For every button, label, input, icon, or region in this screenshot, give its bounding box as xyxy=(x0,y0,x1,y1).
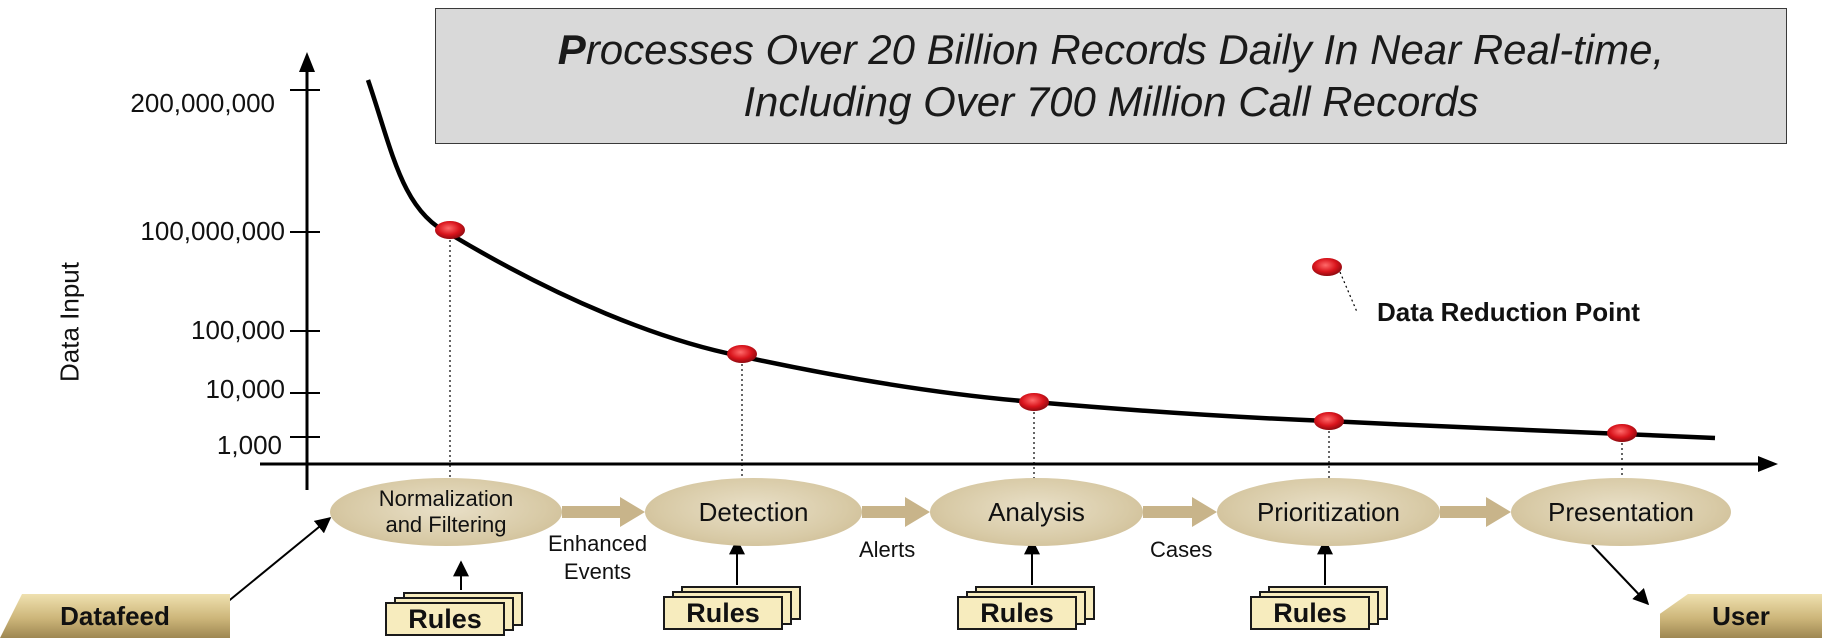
rules-stack-normalization: Rules xyxy=(385,592,530,636)
flow-arrow xyxy=(562,497,645,527)
flow-arrow xyxy=(1143,497,1217,527)
stage-label: Prioritization xyxy=(1257,498,1400,526)
flow-label-alerts: Alerts xyxy=(859,536,915,564)
flow-arrow xyxy=(862,497,930,527)
rules-label: Rules xyxy=(957,596,1077,630)
legend-marker xyxy=(1312,258,1342,276)
legend-label: Data Reduction Point xyxy=(1377,297,1640,328)
reduction-point xyxy=(727,345,757,363)
datafeed-arrow xyxy=(220,518,330,608)
y-tick-label: 200,000,000 xyxy=(90,88,275,118)
datafeed-badge: Datafeed xyxy=(0,594,230,638)
reduction-curve xyxy=(368,80,1715,438)
y-tick-label: 100,000 xyxy=(100,315,285,345)
rules-label: Rules xyxy=(1250,596,1370,630)
flow-label-enhanced-events: EnhancedEvents xyxy=(548,530,647,586)
y-tick-label: 10,000 xyxy=(100,374,285,404)
y-tick-label: 100,000,000 xyxy=(100,216,285,246)
stage-label: Normalizationand Filtering xyxy=(379,486,514,538)
rules-stack-detection: Rules xyxy=(663,586,808,630)
user-arrow xyxy=(1592,545,1648,604)
stage-analysis: Analysis xyxy=(930,478,1143,546)
stage-label: Analysis xyxy=(988,498,1085,526)
x-axis-arrowhead xyxy=(1758,456,1778,472)
rules-label: Rules xyxy=(385,602,505,636)
flow-label-cases: Cases xyxy=(1150,536,1212,564)
stage-prioritization: Prioritization xyxy=(1217,478,1440,546)
y-axis-arrowhead xyxy=(299,52,315,72)
rules-label: Rules xyxy=(663,596,783,630)
flow-arrow xyxy=(1440,497,1511,527)
stage-label: Presentation xyxy=(1548,498,1694,526)
legend-leader xyxy=(1340,272,1357,312)
reduction-point xyxy=(435,221,465,239)
reduction-point xyxy=(1019,393,1049,411)
reduction-point xyxy=(1607,424,1637,442)
stage-presentation: Presentation xyxy=(1511,478,1731,546)
reduction-point xyxy=(1314,412,1344,430)
y-axis-title: Data Input xyxy=(55,262,86,382)
user-badge: User xyxy=(1660,594,1822,638)
stage-detection: Detection xyxy=(645,478,862,546)
rules-stack-analysis: Rules xyxy=(957,586,1102,630)
rules-stack-prioritization: Rules xyxy=(1250,586,1395,630)
stage-label: Detection xyxy=(699,498,809,526)
stage-normalization: Normalizationand Filtering xyxy=(330,478,562,546)
y-tick-label: 1,000 xyxy=(97,430,282,460)
